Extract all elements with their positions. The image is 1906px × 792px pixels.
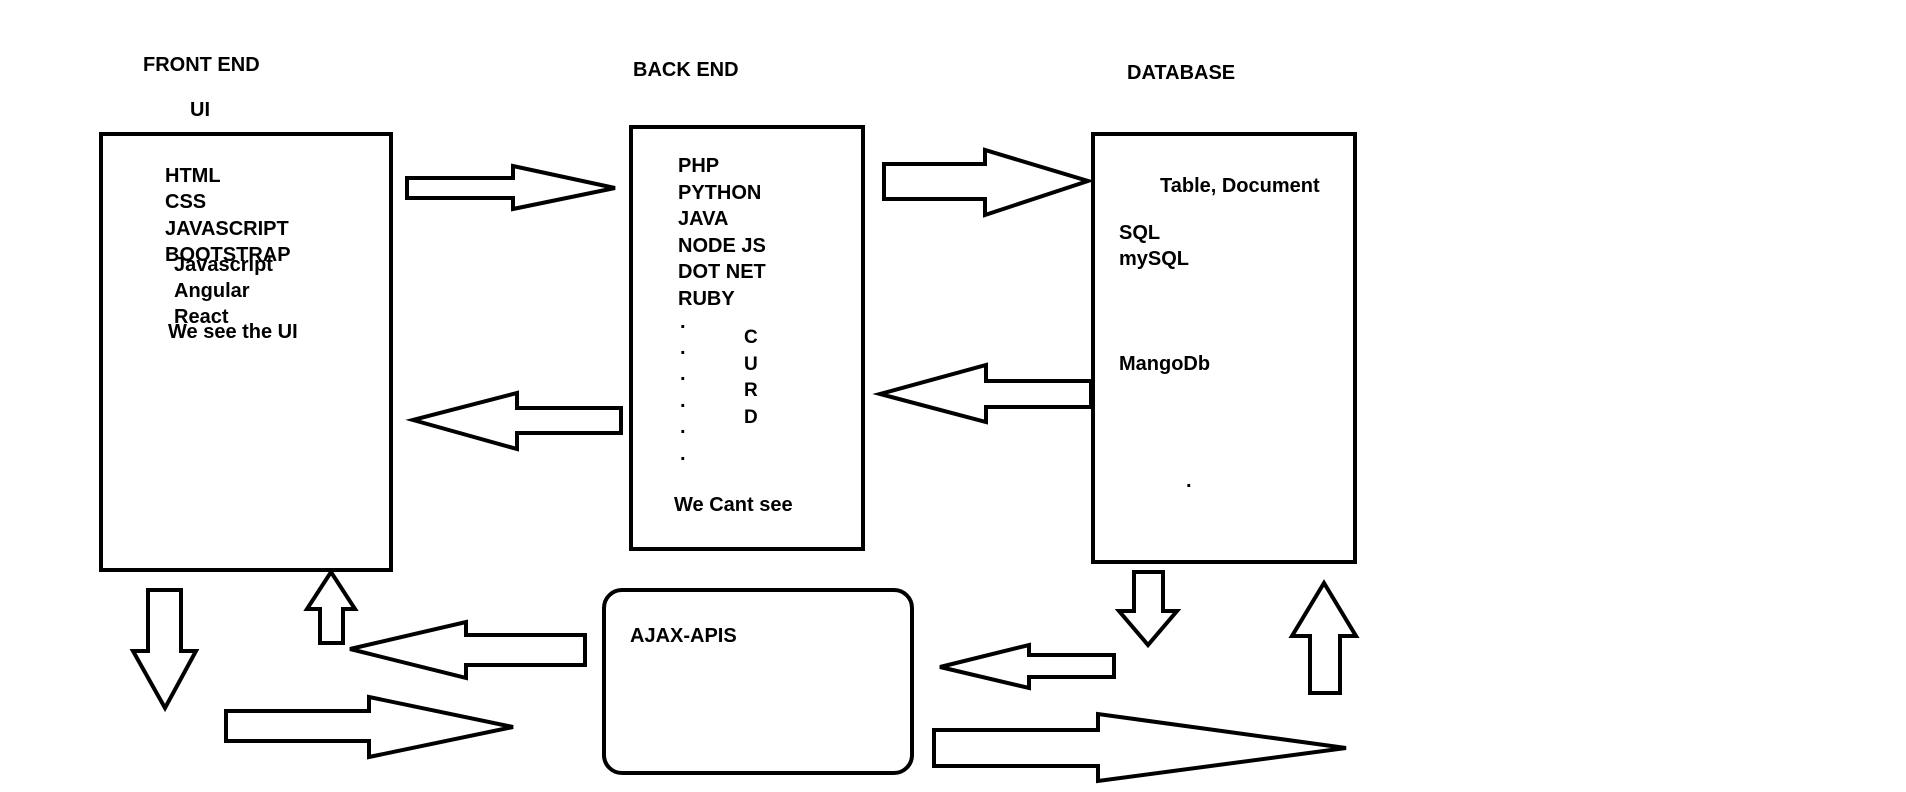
back-end-curd-d: D xyxy=(744,407,758,428)
front-end-note: We see the UI xyxy=(168,321,298,343)
back-end-curd-r: R xyxy=(744,380,758,401)
arrow-up-to-frontend xyxy=(303,568,359,645)
arrow-ajax-to-database xyxy=(932,711,1347,784)
arrow-frontend-to-backend xyxy=(405,163,616,212)
back-end-item-java: JAVA xyxy=(678,208,728,230)
back-end-item-python: PYTHON xyxy=(678,182,761,204)
back-end-note: We Cant see xyxy=(674,494,793,516)
back-end-dot-1: . xyxy=(680,311,686,333)
back-end-item-php: PHP xyxy=(678,155,719,177)
front-end-item-bootstrap: BOOTSTRAP xyxy=(165,244,291,266)
back-end-dot-6: . xyxy=(680,443,686,465)
back-end-dot-3: . xyxy=(680,363,686,385)
back-end-curd-u: U xyxy=(744,354,758,375)
arrow-bottom-to-ajax xyxy=(224,694,514,760)
back-end-item-dot-net: DOT NET xyxy=(678,261,766,283)
back-end-dot-5: . xyxy=(680,416,686,438)
database-box xyxy=(1091,132,1357,564)
heading-database: DATABASE xyxy=(1127,62,1235,84)
heading-back-end: BACK END xyxy=(633,59,739,81)
back-end-curd-c: C xyxy=(744,327,758,348)
front-end-item-angular: Angular xyxy=(174,280,250,302)
database-dot: . xyxy=(1186,470,1192,492)
database-item-sql: SQL xyxy=(1119,222,1160,244)
arrow-up-to-database xyxy=(1288,579,1360,695)
ajax-apis-box xyxy=(602,588,914,775)
front-end-item-javascript-framework: Javascript xyxy=(174,254,273,276)
ajax-apis-label: AJAX-APIS xyxy=(630,625,737,647)
database-item-mangodb: MangoDb xyxy=(1119,353,1210,375)
arrow-database-down xyxy=(1114,570,1182,649)
database-types: Table, Document xyxy=(1160,175,1320,197)
front-end-item-react: React xyxy=(174,306,229,328)
back-end-item-node-js: NODE JS xyxy=(678,235,766,257)
back-end-item-ruby: RUBY xyxy=(678,288,735,310)
database-item-mysql: mySQL xyxy=(1119,248,1189,270)
back-end-dot-4: . xyxy=(680,390,686,412)
arrow-database-to-ajax xyxy=(939,642,1116,691)
heading-ui: UI xyxy=(190,99,210,121)
arrow-frontend-down xyxy=(129,588,200,713)
arrow-ajax-to-frontend xyxy=(349,619,587,681)
arrow-backend-to-database xyxy=(882,147,1095,218)
arrow-backend-to-frontend xyxy=(405,390,623,452)
front-end-item-html: HTML xyxy=(165,165,221,187)
arrow-database-to-backend xyxy=(872,362,1093,425)
back-end-box xyxy=(629,125,865,551)
front-end-item-javascript: JAVASCRIPT xyxy=(165,218,289,240)
back-end-dot-2: . xyxy=(680,337,686,359)
heading-front-end: FRONT END xyxy=(143,54,260,76)
front-end-box xyxy=(99,132,393,572)
front-end-item-css: CSS xyxy=(165,191,206,213)
